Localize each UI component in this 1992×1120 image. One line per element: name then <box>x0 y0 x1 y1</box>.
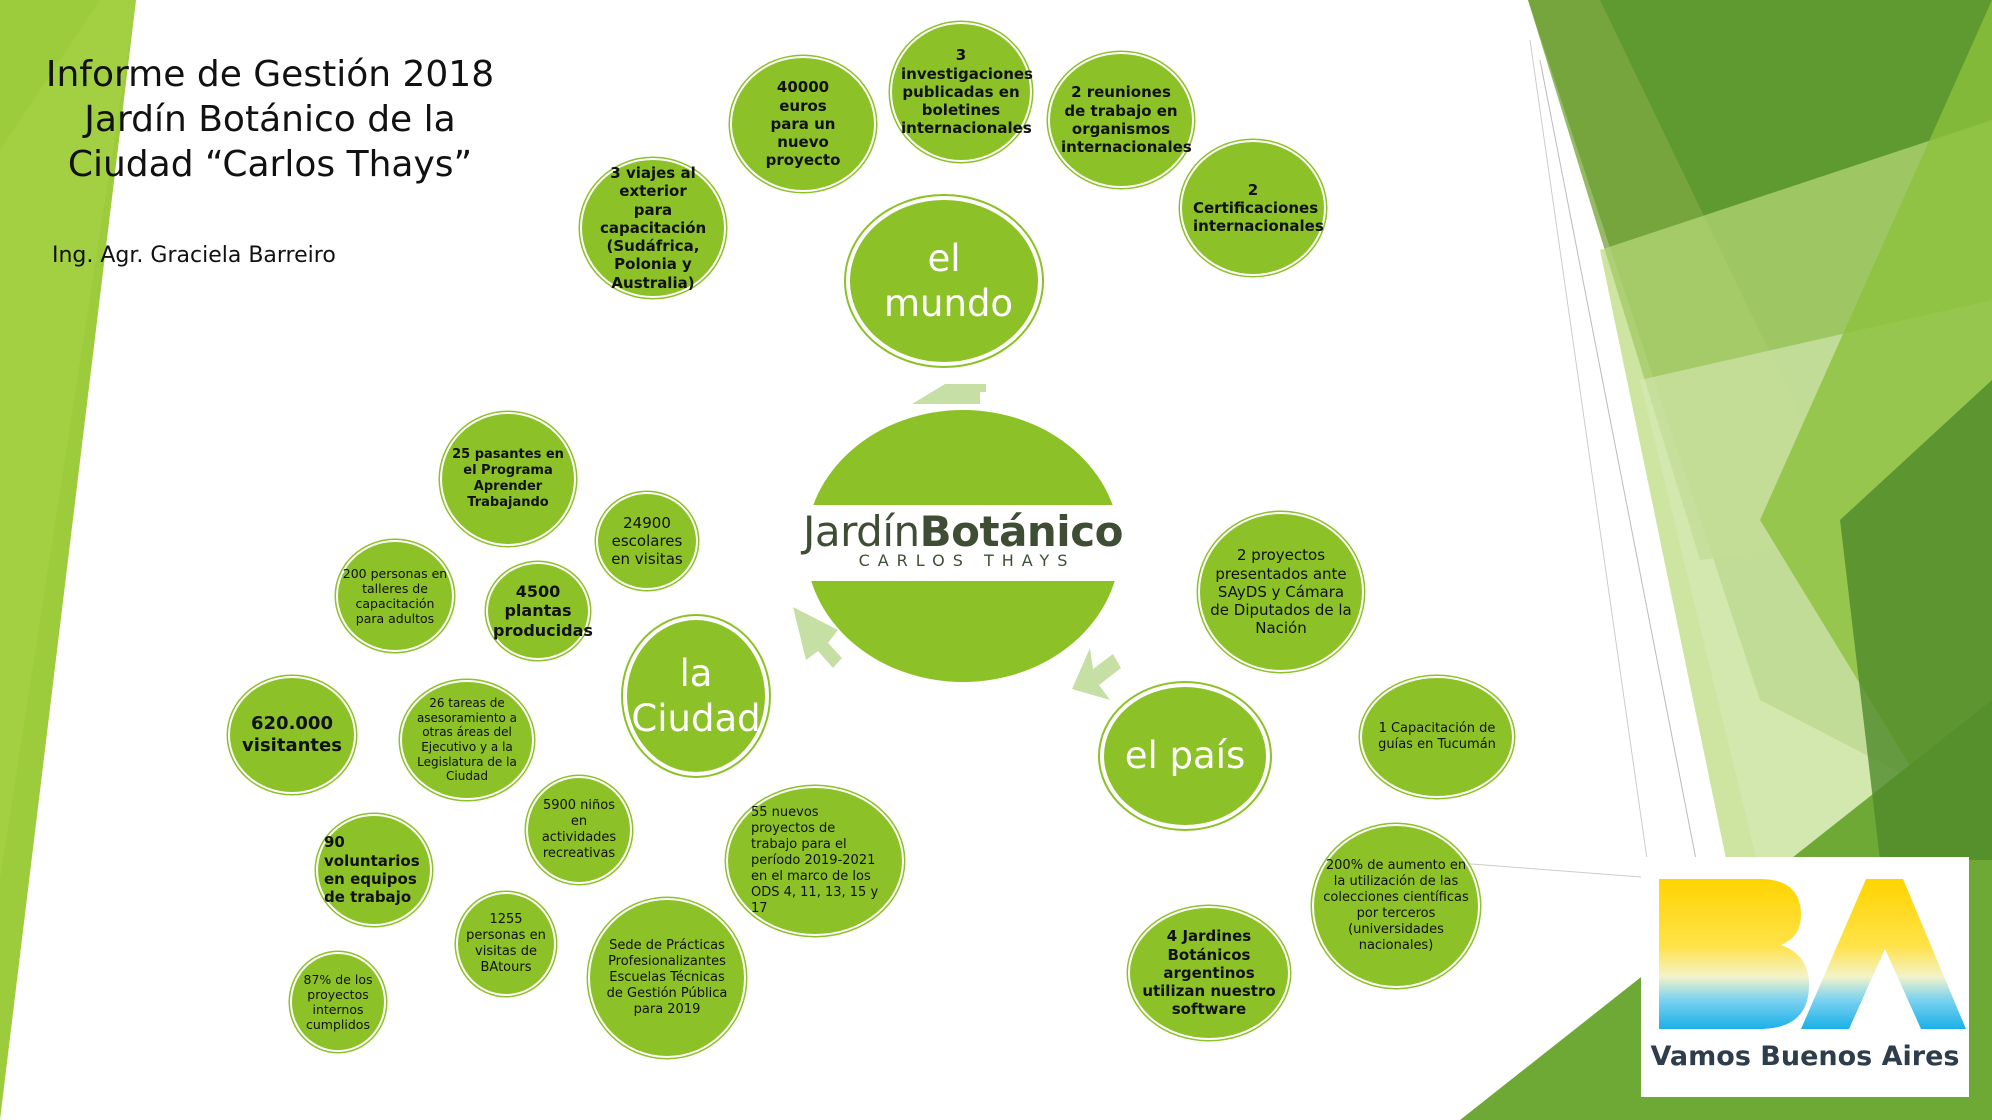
hub-el-mundo-label: el mundo <box>884 236 1014 325</box>
item-investigaciones: 3 investigaciones publicadas en boletine… <box>890 22 1033 162</box>
item-visitantes: 620.000 visitantes <box>228 676 356 794</box>
item-internos: 87% de los proyectos internos cumplidos <box>290 952 386 1052</box>
page-title: Informe de Gestión 2018 Jardín Botánico … <box>40 52 500 187</box>
item-plantas: 4500 plantas producidas <box>486 562 593 660</box>
item-tareas: 26 tareas de asesoramiento a otras áreas… <box>400 680 534 800</box>
title-line-2: Jardín Botánico de la <box>84 99 456 140</box>
hub-el-mundo: el mundo <box>846 196 1042 366</box>
arrow-to-pais <box>1072 648 1121 700</box>
item-aumento: 200% de aumento en la utilización de las… <box>1312 824 1480 988</box>
item-certificaciones: 2 Certificaciones internacionales <box>1180 140 1326 276</box>
item-proyectos55: 55 nuevos proyectos de trabajo para el p… <box>726 786 904 936</box>
item-escolares: 24900 escolares en visitas <box>596 492 698 590</box>
item-batours: 1255 personas en visitas de BAtours <box>456 892 556 996</box>
item-ninos: 5900 niños en actividades recreativas <box>526 776 632 884</box>
left-light-shard <box>0 0 136 880</box>
title-line-3: Ciudad “Carlos Thays” <box>67 144 473 185</box>
hub-el-pais-label: el país <box>1124 734 1246 778</box>
item-proyectos2: 2 proyectos presentados ante SAyDS y Cám… <box>1198 512 1364 672</box>
title-line-1: Informe de Gestión 2018 <box>45 54 495 95</box>
item-sede: Sede de Prácticas Profesionalizantes Esc… <box>588 898 746 1058</box>
ba-letters-icon <box>1659 879 1966 1029</box>
arrow-to-mundo <box>912 384 986 404</box>
ba-logo: Vamos Buenos Aires <box>1641 857 1969 1097</box>
hub-el-pais: el país <box>1100 683 1270 829</box>
hub-la-ciudad-label: la Ciudad <box>631 651 761 740</box>
item-jardines: 4 Jardines Botánicos argentinos utilizan… <box>1128 906 1290 1040</box>
logo-name-part2: Botánico <box>919 507 1124 556</box>
hub-la-ciudad: la Ciudad <box>623 616 769 776</box>
item-talleres: 200 personas en talleres de capacitación… <box>336 540 454 652</box>
logo-subtitle: CARLOS THAYS <box>858 551 1076 570</box>
item-pasantes: 25 pasantes en el Programa Aprender Trab… <box>440 412 576 546</box>
right-deep-shard <box>1840 380 1992 860</box>
ba-tagline: Vamos Buenos Aires <box>1650 1041 1960 1072</box>
jardin-botanico-logo: JardínBotánico CARLOS THAYS <box>790 505 1136 581</box>
item-viajes: 3 viajes al exterior para capacitación (… <box>580 158 726 298</box>
logo-name-part1: Jardín <box>803 507 920 556</box>
arrow-to-ciudad <box>793 607 842 668</box>
item-voluntarios: 90 voluntarios en equipos de trabajo <box>316 814 432 926</box>
author-name: Ing. Agr. Graciela Barreiro <box>52 243 336 268</box>
item-guias: 1 Capacitación de guías en Tucumán <box>1360 676 1514 798</box>
item-euros: 40000 euros para un nuevo proyecto <box>730 56 876 192</box>
item-reuniones: 2 reuniones de trabajo en organismos int… <box>1048 52 1194 188</box>
